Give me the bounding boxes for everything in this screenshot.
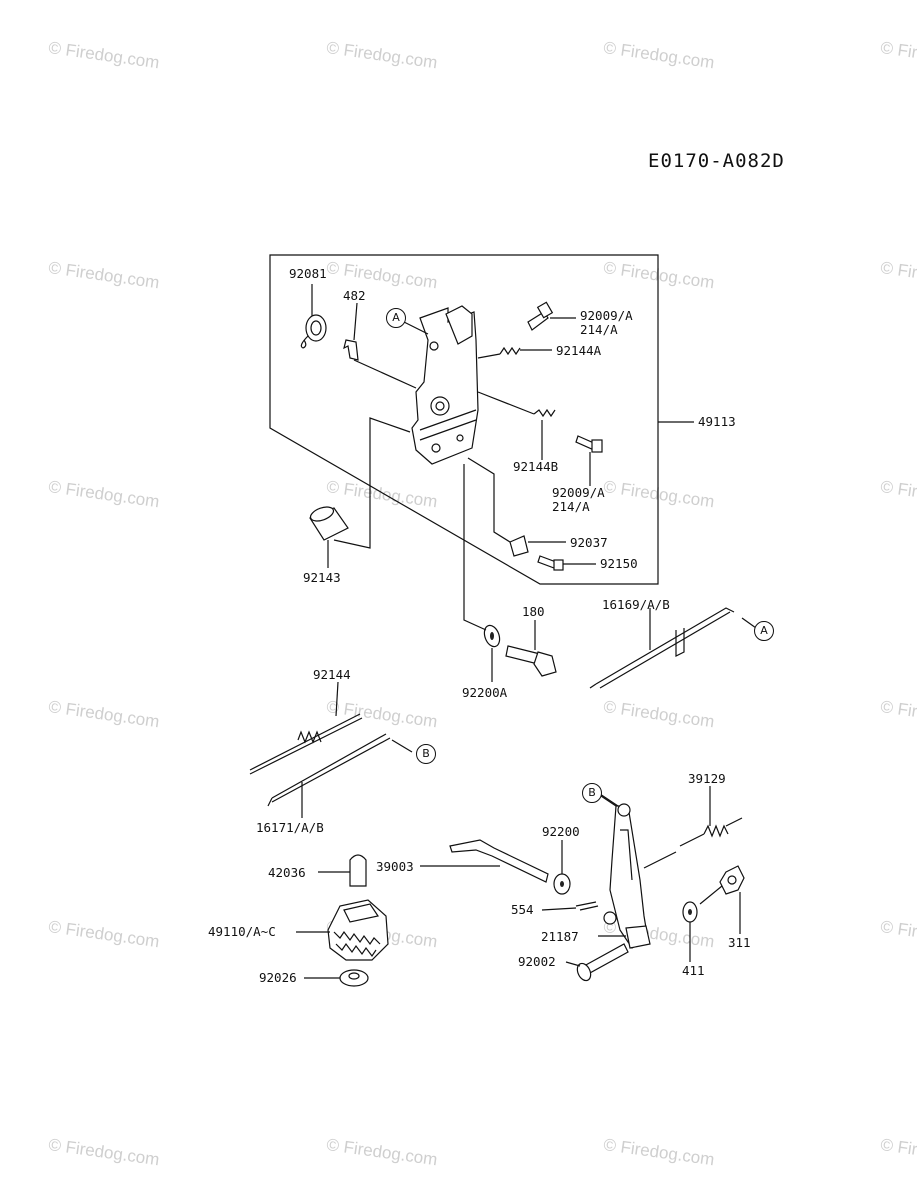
lever-39003 [420, 839, 549, 883]
part-label: 92144A [556, 343, 602, 358]
part-label: 92144 [313, 667, 351, 682]
part-label: 180 [522, 604, 545, 619]
assembly-outline [269, 254, 659, 585]
reference-marker-b: B [582, 783, 602, 803]
part-label: 16169/A/B [602, 597, 670, 612]
washer-411 [682, 901, 698, 962]
reference-marker-b: B [416, 744, 436, 764]
collar-92143 [309, 417, 411, 568]
part-label: 92150 [600, 556, 638, 571]
diagram-code: E0170-A082D [648, 150, 785, 172]
part-label: 39003 [376, 859, 414, 874]
part-label: 49110/A~C [208, 924, 276, 939]
part-label: 311 [728, 935, 751, 950]
part-label: 21187 [541, 929, 579, 944]
reference-marker-a: A [754, 621, 774, 641]
washer-92200 [553, 840, 571, 895]
part-label: 92009/A 214/A [552, 485, 605, 514]
part-label: 42036 [268, 865, 306, 880]
gear-49110 [296, 899, 389, 961]
bolt-180 [505, 620, 557, 677]
pin-554 [541, 901, 617, 925]
part-label: 92026 [259, 970, 297, 985]
part-label: 49113 [698, 414, 736, 429]
part-label: 92143 [303, 570, 341, 585]
washer-92026 [304, 969, 369, 987]
part-label: 92002 [518, 954, 556, 969]
spring-39129 [643, 786, 743, 869]
part-label: 554 [511, 902, 534, 917]
part-label: 92200 [542, 824, 580, 839]
bolt-92002 [565, 943, 629, 982]
part-label: 92037 [570, 535, 608, 550]
washer-92200a [463, 464, 501, 682]
spring-92144 [249, 681, 363, 775]
part-label: 92009/A 214/A [580, 308, 633, 337]
rod-16171 [267, 733, 413, 818]
bolt-92009-lower [575, 435, 603, 486]
screw-92150 [537, 555, 596, 571]
part-label: 16171/A/B [256, 820, 324, 835]
part-label: 92081 [289, 266, 327, 281]
reference-marker-a: A [386, 308, 406, 328]
spring-92144b [477, 391, 556, 460]
nut-311 [699, 865, 745, 934]
part-label: 482 [343, 288, 366, 303]
governor-bracket-plate [411, 305, 479, 465]
part-label: 411 [682, 963, 705, 978]
part-label: 92200A [462, 685, 508, 700]
rod-16169 [589, 607, 757, 689]
bolt-92009-top [527, 301, 576, 331]
leader-a-top [403, 321, 429, 335]
part-label: 39129 [688, 771, 726, 786]
part-label: 92144B [513, 459, 559, 474]
spring-92144a [477, 346, 552, 359]
clip-482 [343, 302, 417, 389]
clamp-92037 [467, 457, 566, 557]
spring-92081 [300, 284, 327, 349]
governor-arm-21187 [598, 793, 651, 949]
shaft-42036 [318, 854, 367, 887]
